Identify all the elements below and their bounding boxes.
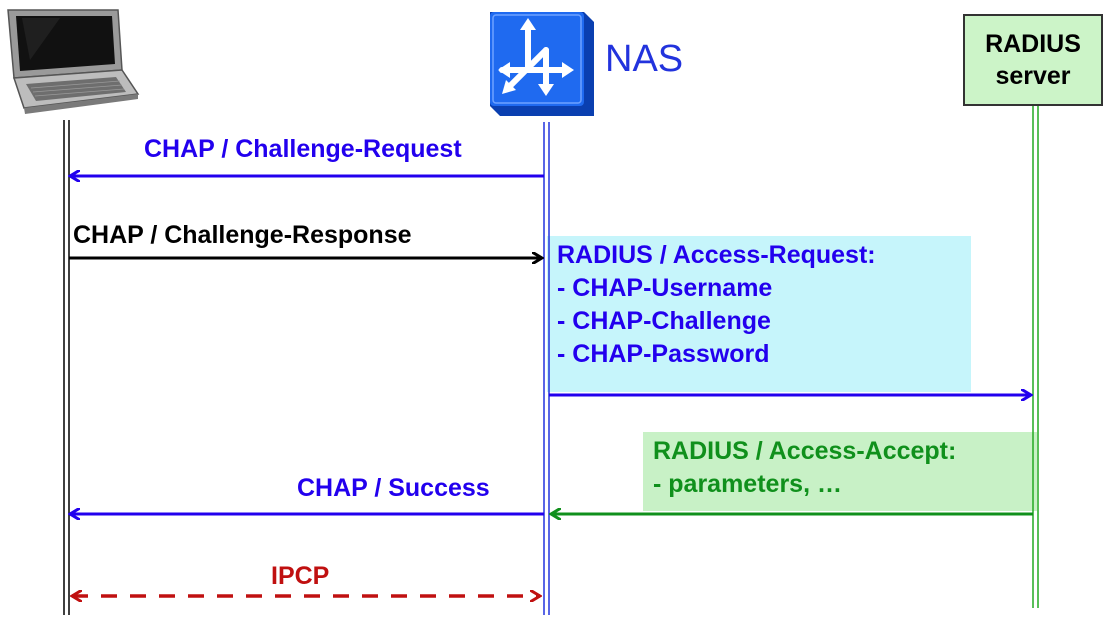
- access-accept-item-parameters: - parameters, …: [653, 470, 842, 498]
- access-request-box: RADIUS / Access-Request: - CHAP-Username…: [547, 236, 971, 392]
- access-accept-box: RADIUS / Access-Accept: - parameters, …: [643, 432, 1037, 511]
- access-request-title: RADIUS / Access-Request:: [557, 241, 876, 269]
- nas-lifeline: [543, 122, 550, 615]
- radius-server-box: RADIUS server: [963, 14, 1103, 106]
- router-icon: [490, 12, 594, 116]
- laptop-icon: [7, 9, 140, 114]
- access-accept-title: RADIUS / Access-Accept:: [653, 437, 957, 465]
- radius-server-label-line2: server: [995, 62, 1071, 90]
- radius-server-label-line1: RADIUS: [985, 30, 1081, 58]
- ipcp-label: IPCP: [271, 562, 330, 590]
- nas-label: NAS: [605, 38, 684, 80]
- challenge-request-label: CHAP / Challenge-Request: [144, 135, 462, 163]
- radius-lifeline: [1032, 106, 1039, 608]
- access-request-item-password: - CHAP-Password: [557, 340, 770, 368]
- success-label: CHAP / Success: [297, 474, 490, 502]
- access-request-item-challenge: - CHAP-Challenge: [557, 307, 771, 335]
- challenge-response-label: CHAP / Challenge-Response: [73, 221, 412, 249]
- access-request-item-username: - CHAP-Username: [557, 274, 773, 302]
- client-lifeline: [63, 120, 70, 615]
